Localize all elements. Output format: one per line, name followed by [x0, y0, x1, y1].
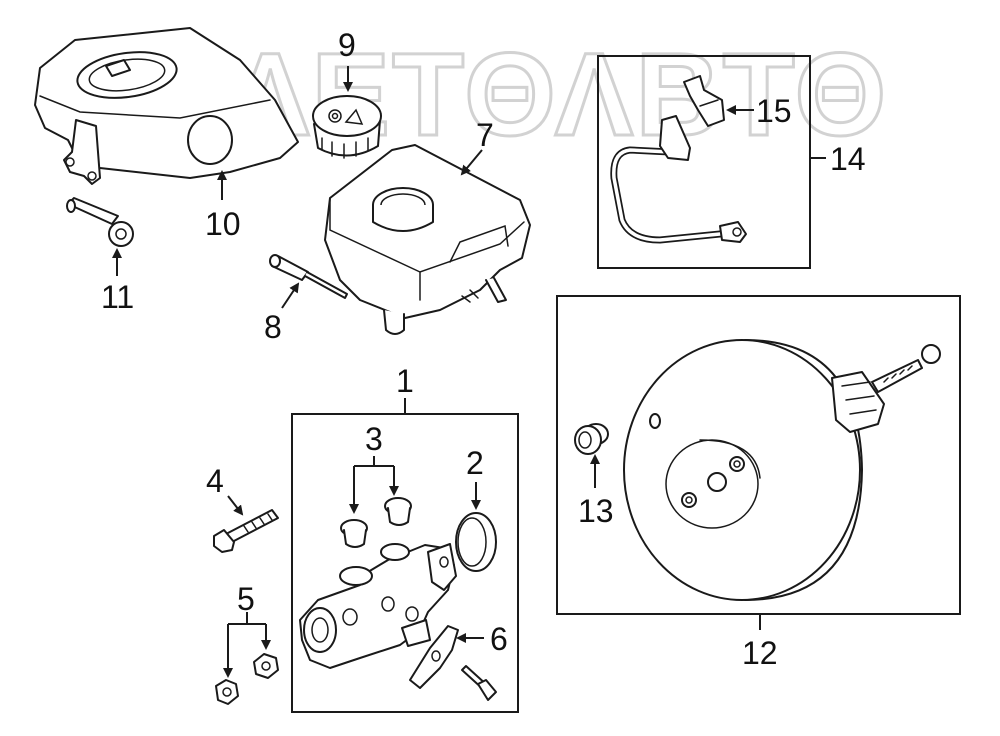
callout-8: 8 [264, 309, 282, 345]
part-5-nuts [215, 653, 279, 705]
leader-lines [112, 66, 826, 678]
callout-2: 2 [466, 445, 484, 481]
part-10-cover [34, 27, 299, 185]
callout-labels: 1 2 3 4 5 6 7 8 9 10 11 12 13 14 15 [101, 27, 866, 671]
callout-12: 12 [742, 635, 778, 671]
part-14-brake-line [610, 115, 747, 244]
part-13-grommet [574, 423, 609, 455]
part-6-bracket [409, 625, 497, 701]
callout-10: 10 [205, 206, 241, 242]
callout-6: 6 [490, 621, 508, 657]
part-11-bolt [66, 197, 134, 247]
part-12-box [556, 295, 961, 615]
part-14-box [597, 55, 811, 269]
callout-5: 5 [237, 581, 255, 617]
callout-15: 15 [756, 93, 792, 129]
callout-7: 7 [476, 117, 494, 153]
part-1-master-cylinder [299, 543, 457, 669]
part-15-connector [683, 75, 725, 127]
callout-3: 3 [365, 421, 383, 457]
part-12-booster [623, 339, 941, 601]
part-9-cap [312, 95, 382, 159]
part-3-seals [340, 497, 412, 548]
callout-14: 14 [830, 141, 866, 177]
callout-11: 11 [101, 279, 134, 315]
callout-13: 13 [578, 493, 614, 529]
part-2-o-ring [455, 512, 497, 572]
part-7-reservoir [324, 144, 531, 335]
part-4-bolt [213, 509, 279, 553]
callout-9: 9 [338, 27, 356, 63]
callout-1: 1 [396, 363, 414, 399]
part-8-pin [269, 254, 348, 299]
callout-4: 4 [206, 463, 224, 499]
